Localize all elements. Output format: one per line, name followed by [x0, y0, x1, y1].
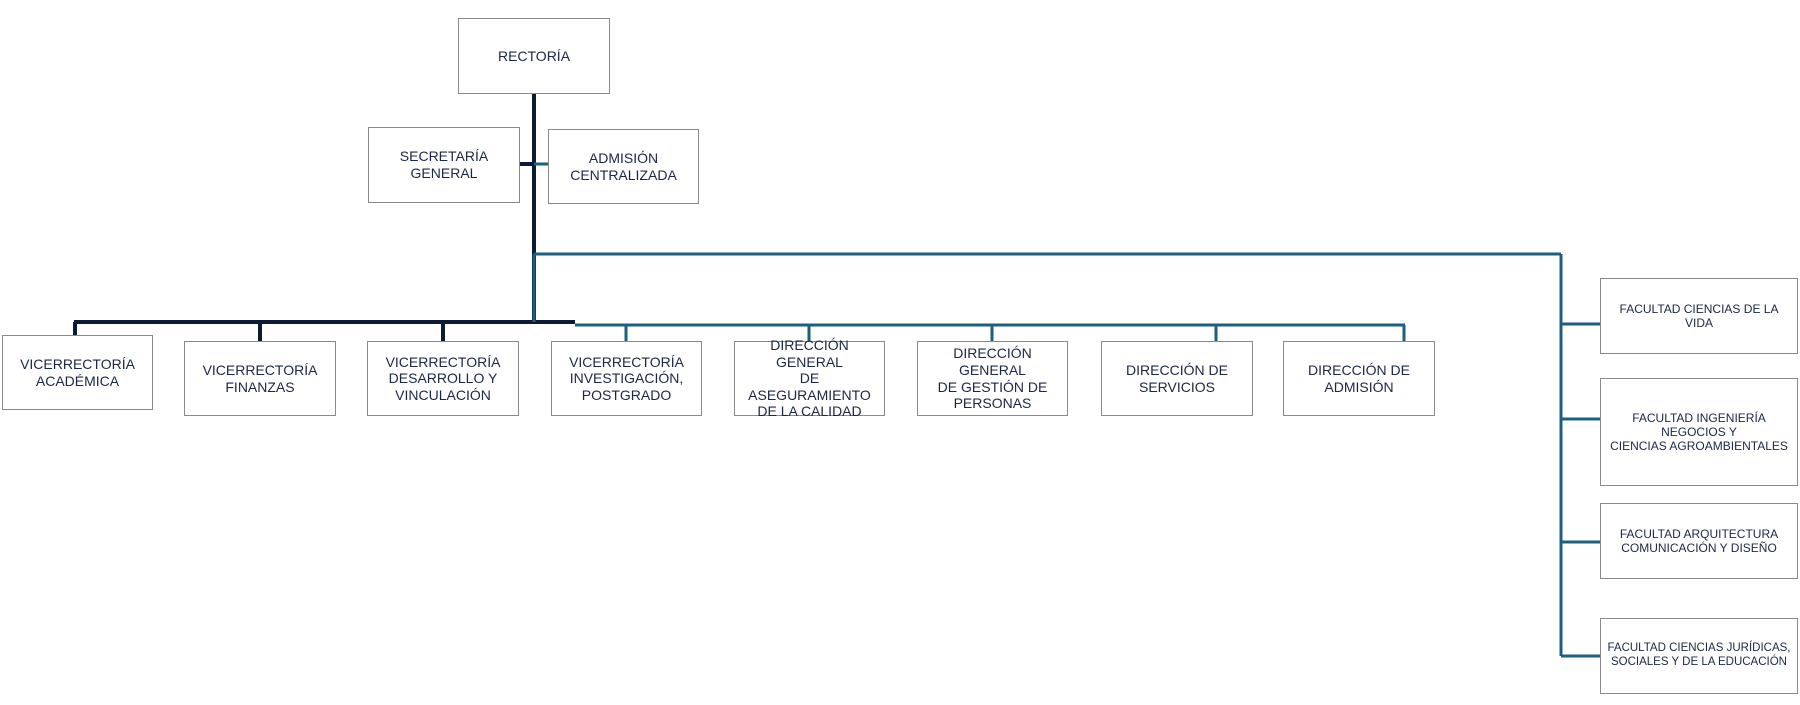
- node-facultad-ingenieria: FACULTAD INGENIERÍA NEGOCIOS Y CIENCIAS …: [1600, 378, 1798, 486]
- node-vicerrectoria-academica: VICERRECTORÍA ACADÉMICA: [2, 335, 153, 410]
- node-vicerrectoria-desarrollo: VICERRECTORÍA DESARROLLO Y VINCULACIÓN: [367, 341, 519, 416]
- node-direccion-general-personas: DIRECCIÓN GENERAL DE GESTIÓN DE PERSONAS: [917, 341, 1068, 416]
- node-facultad-ciencias-vida: FACULTAD CIENCIAS DE LA VIDA: [1600, 278, 1798, 354]
- node-direccion-servicios: DIRECCIÓN DE SERVICIOS: [1101, 341, 1253, 416]
- blue-connectors: [532, 162, 1600, 658]
- node-facultad-arquitectura: FACULTAD ARQUITECTURA COMUNICACIÓN Y DIS…: [1600, 503, 1798, 579]
- node-admision-centralizada: ADMISIÓN CENTRALIZADA: [548, 129, 699, 204]
- node-direccion-general-calidad: DIRECCIÓN GENERAL DE ASEGURAMIENTO DE LA…: [734, 337, 885, 419]
- node-direccion-admision: DIRECCIÓN DE ADMISIÓN: [1283, 341, 1435, 416]
- node-secretaria-general: SECRETARÍA GENERAL: [368, 127, 520, 203]
- node-vicerrectoria-finanzas: VICERRECTORÍA FINANZAS: [184, 341, 336, 416]
- node-facultad-juridicas: FACULTAD CIENCIAS JURÍDICAS, SOCIALES Y …: [1600, 618, 1798, 694]
- node-rectoria: RECTORÍA: [458, 18, 610, 94]
- node-vicerrectoria-investigacion: VICERRECTORÍA INVESTIGACIÓN, POSTGRADO: [551, 341, 702, 416]
